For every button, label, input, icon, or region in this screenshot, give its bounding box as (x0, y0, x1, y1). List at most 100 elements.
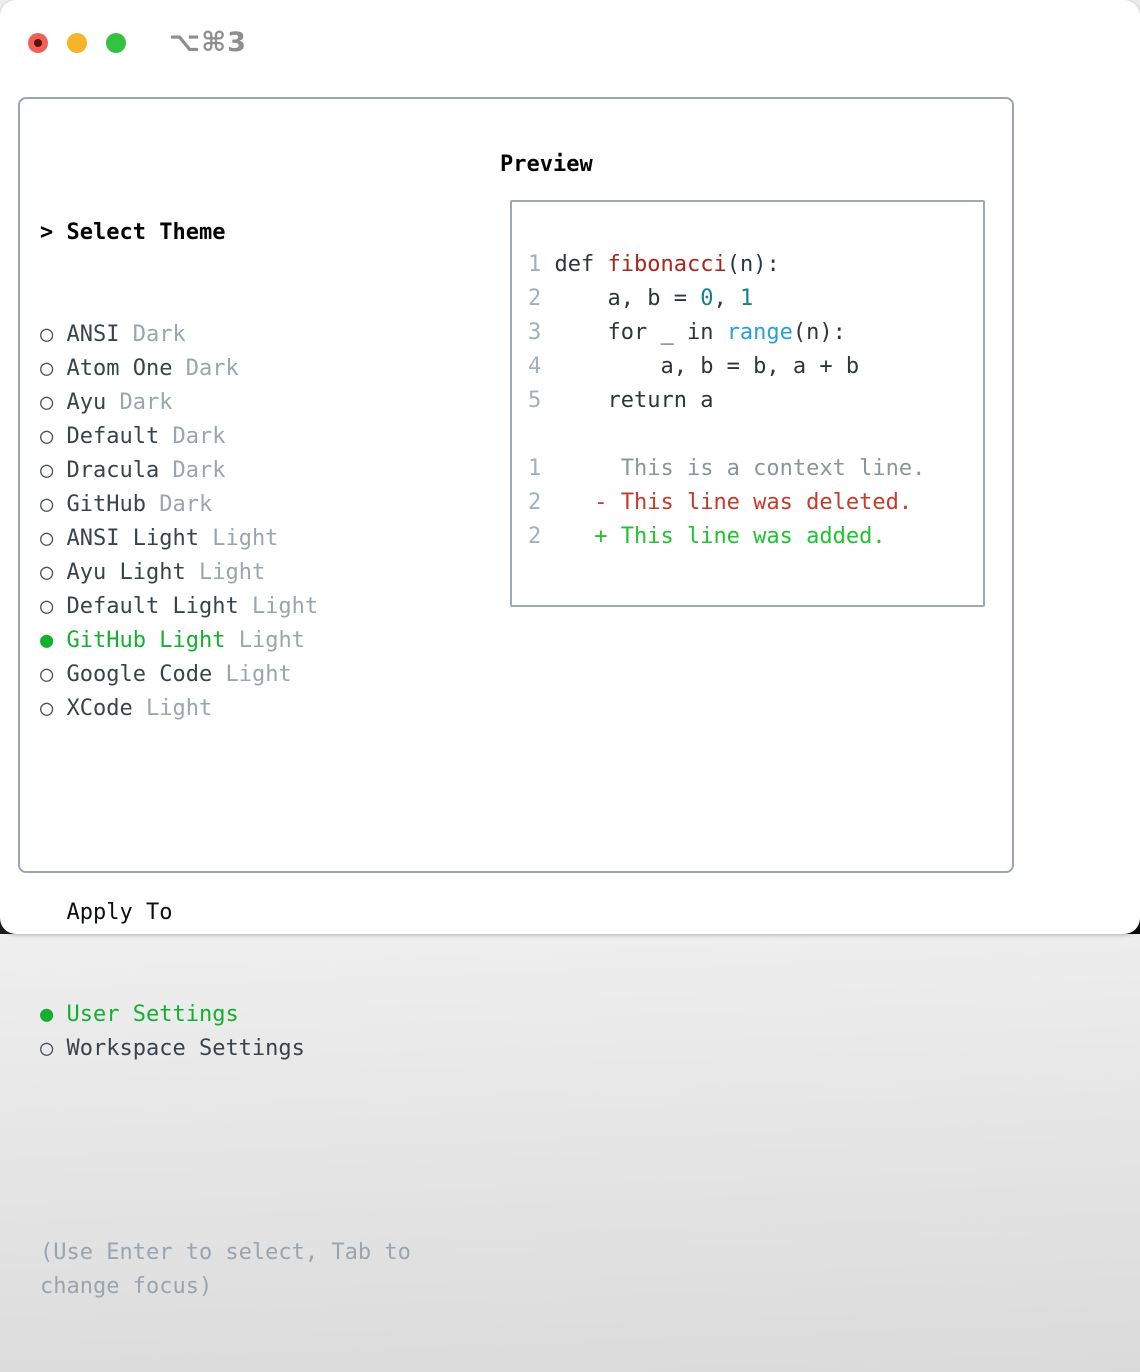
apply-option-label: User Settings (67, 1002, 239, 1027)
apply-option-user-settings[interactable]: ● User Settings (40, 998, 411, 1032)
window-title: ⌥⌘3 (169, 27, 247, 58)
theme-option-github[interactable]: ○ GitHub Dark (40, 488, 411, 522)
zoom-button[interactable] (106, 33, 126, 53)
code-token: 1 (740, 286, 753, 311)
theme-option-ansi[interactable]: ○ ANSI Dark (40, 318, 411, 352)
radio-icon: ○ (40, 322, 53, 347)
app-window: ⌥⌘3 > Select Theme ○ ANSI Dark○ Atom One… (0, 0, 1140, 934)
code-token: - This line was deleted. (555, 490, 913, 515)
radio-icon: ○ (40, 560, 53, 585)
apply-to-header: Apply To (40, 896, 411, 930)
theme-option-github-light[interactable]: ● GitHub Light Light (40, 624, 411, 658)
theme-list-pane: > Select Theme ○ ANSI Dark○ Atom One Dar… (40, 148, 411, 1372)
code-token: , (713, 286, 740, 311)
theme-option-default-light[interactable]: ○ Default Light Light (40, 590, 411, 624)
radio-icon: ○ (40, 492, 53, 517)
theme-name: Google Code (67, 662, 213, 687)
code-token: a, b = (555, 286, 701, 311)
radio-icon: ○ (40, 526, 53, 551)
line-number: 2 (528, 286, 555, 311)
help-text-line: (Use Enter to select, Tab to (40, 1236, 411, 1270)
line-number: 3 (528, 320, 555, 345)
select-theme-title: Select Theme (67, 220, 226, 245)
spacer-row (40, 1134, 411, 1168)
apply-to-title: Apply To (67, 900, 173, 925)
code-token: def (555, 252, 608, 277)
code-token: for _ in (555, 320, 727, 345)
theme-option-atom-one[interactable]: ○ Atom One Dark (40, 352, 411, 386)
code-line: 5 return a (528, 384, 983, 418)
theme-name: Default Light (67, 594, 239, 619)
code-line: 3 for _ in range(n): (528, 316, 983, 350)
theme-name: GitHub Light (67, 628, 226, 653)
spacer-row (40, 794, 411, 828)
theme-variant: Light (199, 560, 265, 585)
theme-name: Dracula (67, 458, 160, 483)
radio-icon: ○ (40, 696, 53, 721)
line-number: 4 (528, 354, 555, 379)
theme-name: Ayu Light (67, 560, 186, 585)
code-line (528, 418, 983, 452)
line-number: 2 (528, 524, 555, 549)
code-token: fibonacci (607, 252, 726, 277)
theme-option-ansi-light[interactable]: ○ ANSI Light Light (40, 522, 411, 556)
radio-icon: ○ (40, 662, 53, 687)
theme-variant: Light (252, 594, 318, 619)
theme-option-ayu[interactable]: ○ Ayu Dark (40, 386, 411, 420)
close-button[interactable] (28, 33, 48, 53)
code-line: 2 + This line was added. (528, 520, 983, 554)
prompt-arrow-icon: > (40, 220, 53, 245)
titlebar: ⌥⌘3 (28, 27, 247, 58)
theme-option-ayu-light[interactable]: ○ Ayu Light Light (40, 556, 411, 590)
line-number: 1 (528, 456, 555, 481)
theme-name: Default (67, 424, 160, 449)
theme-name: GitHub (67, 492, 146, 517)
help-text-line: change focus) (40, 1270, 411, 1304)
theme-variant: Light (146, 696, 212, 721)
theme-variant: Dark (172, 458, 225, 483)
code-line: 2 - This line was deleted. (528, 486, 983, 520)
line-number: 5 (528, 388, 555, 413)
theme-option-dracula[interactable]: ○ Dracula Dark (40, 454, 411, 488)
theme-variant: Dark (120, 390, 173, 415)
radio-icon: ○ (40, 424, 53, 449)
theme-list: ○ ANSI Dark○ Atom One Dark○ Ayu Dark○ De… (40, 318, 411, 726)
line-number: 2 (528, 490, 555, 515)
theme-name: Atom One (67, 356, 173, 381)
theme-picker-panel: > Select Theme ○ ANSI Dark○ Atom One Dar… (18, 97, 1014, 873)
theme-name: Ayu (67, 390, 107, 415)
theme-variant: Dark (159, 492, 212, 517)
code-token: range (727, 320, 793, 345)
line-number: 1 (528, 252, 555, 277)
theme-option-google-code[interactable]: ○ Google Code Light (40, 658, 411, 692)
code-line: 1 This is a context line. (528, 452, 983, 486)
theme-variant: Light (225, 662, 291, 687)
preview-title: Preview (500, 148, 593, 182)
theme-name: XCode (67, 696, 133, 721)
theme-option-default[interactable]: ○ Default Dark (40, 420, 411, 454)
radio-icon: ○ (40, 356, 53, 381)
theme-name: ANSI Light (67, 526, 199, 551)
theme-name: ANSI (67, 322, 120, 347)
code-token: (n): (793, 320, 846, 345)
apply-option-workspace-settings[interactable]: ○ Workspace Settings (40, 1032, 411, 1066)
theme-variant: Dark (186, 356, 239, 381)
minimize-button[interactable] (67, 33, 87, 53)
code-line: 2 a, b = 0, 1 (528, 282, 983, 316)
theme-variant: Dark (133, 322, 186, 347)
theme-variant: Light (239, 628, 305, 653)
code-token: return a (555, 388, 714, 413)
theme-option-xcode[interactable]: ○ XCode Light (40, 692, 411, 726)
radio-icon: ○ (40, 390, 53, 415)
code-token: a, b = b, a + b (555, 354, 860, 379)
apply-option-label: Workspace Settings (67, 1036, 305, 1061)
radio-icon: ○ (40, 1036, 53, 1061)
code-line: 1 def fibonacci(n): (528, 248, 983, 282)
code-token: + This line was added. (555, 524, 886, 549)
select-theme-header: > Select Theme (40, 216, 411, 250)
radio-icon: ○ (40, 594, 53, 619)
code-token: 0 (700, 286, 713, 311)
radio-icon: ○ (40, 458, 53, 483)
